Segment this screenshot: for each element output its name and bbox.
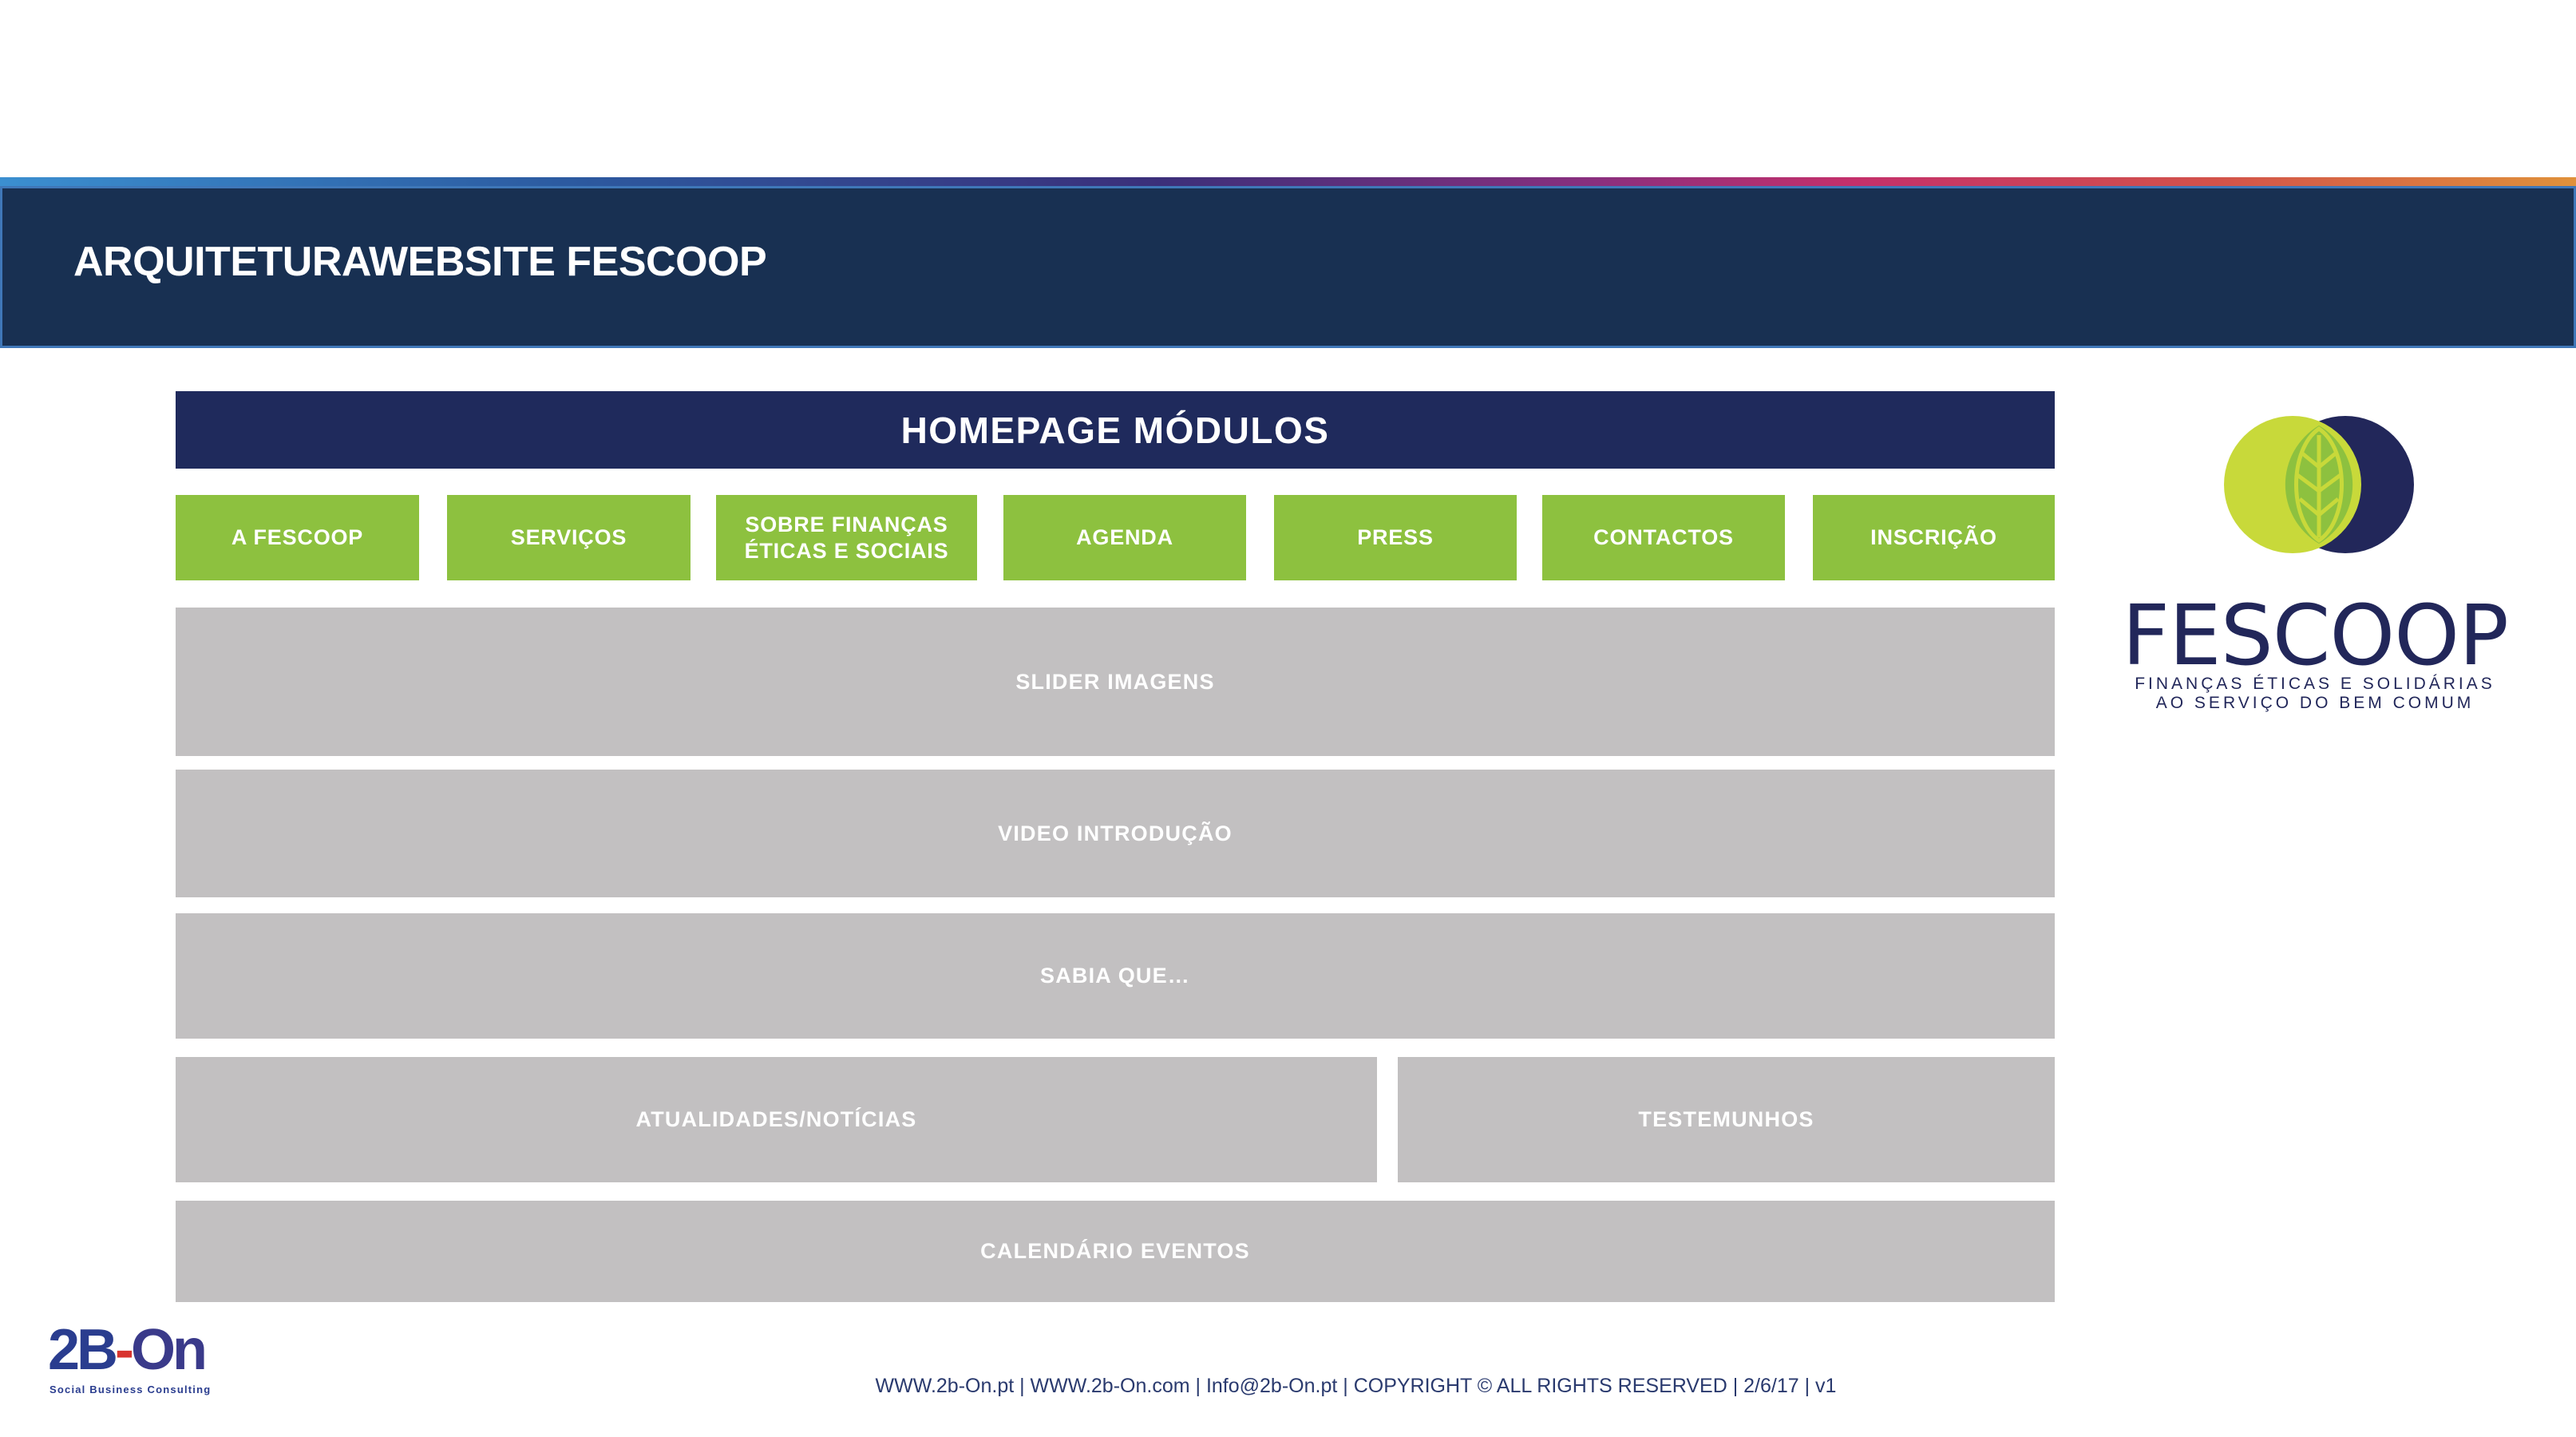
fescoop-logo: FESCOOP FINANÇAS ÉTICAS E SOLIDÁRIAS AO …	[2115, 411, 2515, 715]
leaf-circles-icon	[2224, 416, 2414, 553]
news-module: ATUALIDADES/NOTÍCIAS	[176, 1057, 1377, 1182]
nav-item-agenda[interactable]: AGENDA	[1003, 495, 1246, 580]
video-intro-module: VIDEO INTRODUÇÃO	[176, 770, 2055, 897]
accent-gradient-bar	[0, 177, 2576, 186]
testimonials-module: TESTEMUNHOS	[1398, 1057, 2055, 1182]
2b-on-mark: 2B-On	[48, 1318, 208, 1382]
nav-item-servicos[interactable]: SERVIÇOS	[447, 495, 690, 580]
nav-item-contactos[interactable]: CONTACTOS	[1542, 495, 1785, 580]
events-calendar-module: CALENDÁRIO EVENTOS	[176, 1201, 2055, 1302]
nav-item-a-fescoop[interactable]: A FESCOOP	[176, 495, 419, 580]
fescoop-tagline-2: AO SERVIÇO DO BEM COMUM	[2155, 694, 2475, 712]
nav-item-inscricao[interactable]: INSCRIÇÃO	[1813, 495, 2055, 580]
nav-item-sobre-financas[interactable]: SOBRE FINANÇAS ÉTICAS E SOCIAIS	[716, 495, 977, 580]
2b-on-logo: 2B-On Social Business Consulting	[48, 1318, 212, 1401]
page-title: ARQUITETURAWEBSITE FESCOOP	[73, 239, 767, 285]
did-you-know-module: SABIA QUE…	[176, 913, 2055, 1039]
footer-copyright: WWW.2b-On.pt | WWW.2b-On.com | Info@2b-O…	[875, 1375, 1837, 1397]
header-band	[0, 186, 2576, 348]
slider-images-module: SLIDER IMAGENS	[176, 608, 2055, 756]
fescoop-tagline-1: FINANÇAS ÉTICAS E SOLIDÁRIAS	[2135, 675, 2495, 693]
homepage-modules-heading: HOMEPAGE MÓDULOS	[176, 391, 2055, 469]
fescoop-wordmark: FESCOOP	[2122, 587, 2509, 684]
2b-on-tagline: Social Business Consulting	[49, 1384, 212, 1395]
nav-item-press[interactable]: PRESS	[1274, 495, 1517, 580]
